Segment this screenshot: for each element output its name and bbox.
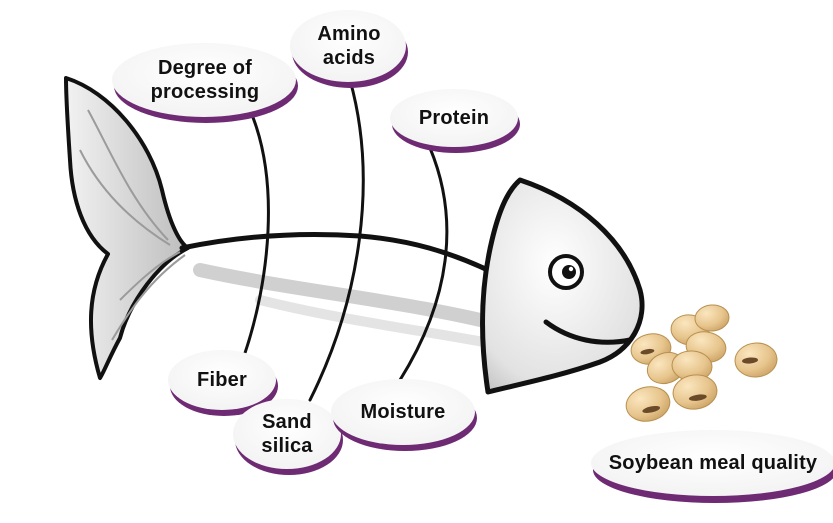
effect-soybean-meal-quality-text: Soybean meal quality <box>609 451 818 475</box>
cause-moisture: Moisture <box>334 394 472 430</box>
cause-amino-acids-text: Amino acids <box>317 22 380 70</box>
cause-protein-text: Protein <box>419 106 489 130</box>
cause-moisture-text: Moisture <box>361 400 446 424</box>
cause-sand-silica: Sand silica <box>236 402 338 466</box>
cause-degree-of-processing: Degree of processing <box>120 48 290 112</box>
cause-fiber: Fiber <box>170 362 274 398</box>
fish-pupil <box>562 265 576 279</box>
cause-degree-of-processing-text: Degree of processing <box>151 56 260 104</box>
cause-protein: Protein <box>394 100 514 136</box>
cause-fiber-text: Fiber <box>197 368 247 392</box>
effect-soybean-meal-quality: Soybean meal quality <box>595 444 831 482</box>
cause-sand-silica-text: Sand silica <box>261 410 312 458</box>
cause-amino-acids: Amino acids <box>294 14 404 78</box>
